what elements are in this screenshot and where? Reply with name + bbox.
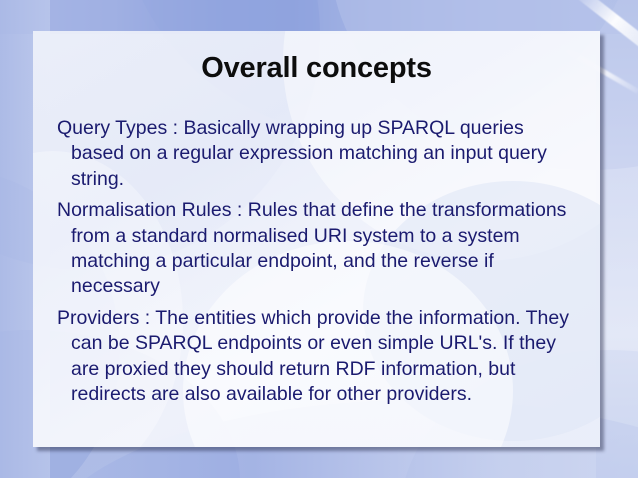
bullet-item-query-types: Query Types : Basically wrapping up SPAR…: [57, 117, 547, 190]
bullet-item-providers: Providers : The entities which provide t…: [57, 306, 569, 406]
page-title: Overall concepts: [201, 52, 432, 84]
slide-body-text: Query Types : Basically wrapping up SPAR…: [57, 116, 581, 407]
bullet-item-normalisation-rules: Normalisation Rules : Rules that define …: [57, 199, 567, 298]
panel-content: Overall concepts Query Types : Basically…: [33, 31, 600, 447]
slide-content-panel: Overall concepts Query Types : Basically…: [33, 31, 600, 447]
